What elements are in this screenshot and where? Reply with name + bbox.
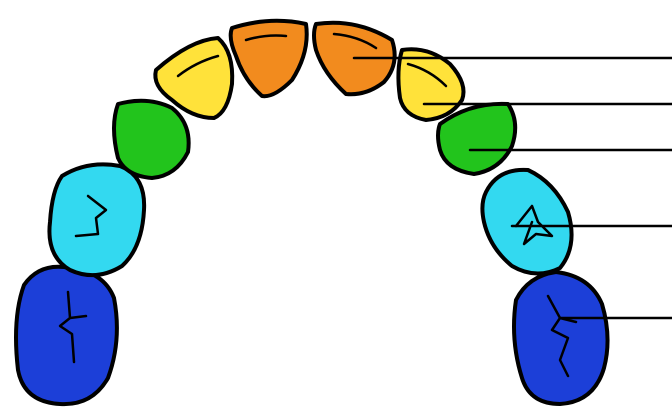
right-premolar — [482, 170, 571, 274]
left-canine — [114, 101, 189, 178]
right-molar — [514, 272, 608, 404]
left-central-incisor — [231, 21, 307, 96]
right-lateral-incisor — [398, 49, 463, 120]
left-molar — [16, 267, 117, 404]
